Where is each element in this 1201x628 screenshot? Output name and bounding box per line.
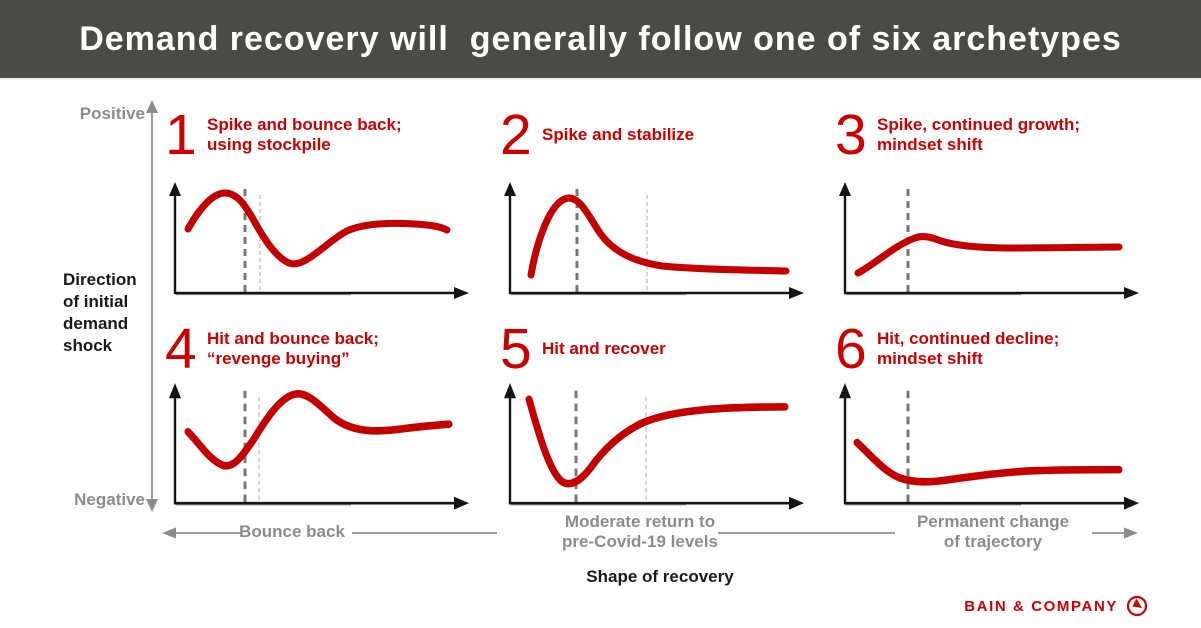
y-axis-arrow-icon [504, 383, 516, 399]
archetype-number: 2 [500, 102, 532, 167]
x-axis-arrow-icon [454, 496, 469, 510]
demand-curve [184, 390, 453, 470]
archetype-number: 5 [500, 316, 532, 381]
archetype-5-plot [504, 383, 804, 510]
demand-curve [527, 194, 790, 279]
x-axis-arrow-icon [454, 287, 469, 299]
archetype-card-4: 4 Hit and bounce back; “revenge buying” [161, 314, 473, 524]
bain-logo: BAIN & COMPANY [964, 595, 1148, 617]
y-axis-label-negative: Negative [74, 490, 145, 509]
archetype-label: Hit and bounce back; “revenge buying” [207, 328, 379, 368]
y-axis-label-positive: Positive [79, 104, 145, 123]
y-axis-arrow-icon [169, 182, 181, 196]
archetype-1-plot [169, 182, 469, 299]
archetype-3-plot [839, 182, 1139, 299]
brand-name: BAIN & COMPANY [964, 597, 1118, 615]
x-axis-arrow-icon [1124, 496, 1139, 510]
right-arrow-icon [1124, 527, 1138, 539]
x-axis-segment-moderate-return: Moderate return to pre-Covid-19 levels [562, 512, 718, 552]
archetype-card-6: 6 Hit, continued decline; mindset shift [831, 314, 1143, 524]
archetype-1-header: 1 Spike and bounce back; using stockpile [165, 104, 473, 166]
archetype-card-3: 3 Spike, continued growth; mindset shift [831, 100, 1143, 310]
demand-curve [184, 189, 451, 268]
archetype-label: Hit and recover [542, 338, 666, 358]
vertical-double-arrow-icon [146, 100, 158, 512]
bottom-axis-double-arrow [162, 527, 1138, 539]
archetype-4-plot [169, 383, 469, 510]
y-axis-title: Direction of initial demand shock [63, 270, 137, 356]
archetype-label: Spike and bounce back; using stockpile [207, 114, 402, 154]
x-axis-segment-permanent-change: Permanent change of trajectory [916, 512, 1070, 552]
x-axis-arrow-icon [789, 496, 804, 510]
archetype-card-1: 1 Spike and bounce back; using stockpile [161, 100, 473, 310]
archetype-2-header: 2 Spike and stabilize [500, 104, 808, 166]
header-bar: Demand recovery will generally follow on… [0, 0, 1201, 80]
page-title: Demand recovery will generally follow on… [79, 19, 1122, 58]
archetype-3-header: 3 Spike, continued growth; mindset shift [835, 104, 1143, 166]
y-axis-arrow-icon [839, 383, 851, 399]
archetype-number: 6 [835, 316, 867, 381]
x-axis-segment-bounce-back: Bounce back [239, 522, 345, 541]
archetype-card-2: 2 Spike and stabilize [496, 100, 808, 310]
archetype-card-5: 5 Hit and recover [496, 314, 808, 524]
archetype-label: Hit, continued decline; mindset shift [877, 328, 1060, 368]
x-axis-arrow-icon [789, 287, 804, 299]
y-axis-arrow-icon [839, 182, 851, 196]
demand-curve [854, 233, 1123, 277]
demand-curve [525, 395, 789, 488]
y-axis-arrow-icon [169, 383, 181, 399]
x-axis-arrow-icon [1124, 287, 1139, 299]
archetype-6-header: 6 Hit, continued decline; mindset shift [835, 318, 1143, 380]
archetype-label: Spike, continued growth; mindset shift [877, 114, 1081, 154]
archetype-number: 4 [165, 316, 197, 381]
bain-compass-icon [1126, 595, 1148, 617]
archetype-number: 1 [165, 102, 197, 167]
archetype-number: 3 [835, 102, 867, 167]
archetype-5-header: 5 Hit and recover [500, 318, 808, 380]
x-axis-title: Shape of recovery [586, 567, 734, 586]
y-axis-arrow-icon [504, 182, 516, 196]
archetype-label: Spike and stabilize [542, 124, 695, 144]
archetype-6-plot [839, 383, 1139, 510]
demand-curve [853, 438, 1123, 486]
archetype-4-header: 4 Hit and bounce back; “revenge buying” [165, 318, 473, 380]
archetype-2-plot [504, 182, 804, 299]
left-arrow-icon [162, 527, 176, 539]
